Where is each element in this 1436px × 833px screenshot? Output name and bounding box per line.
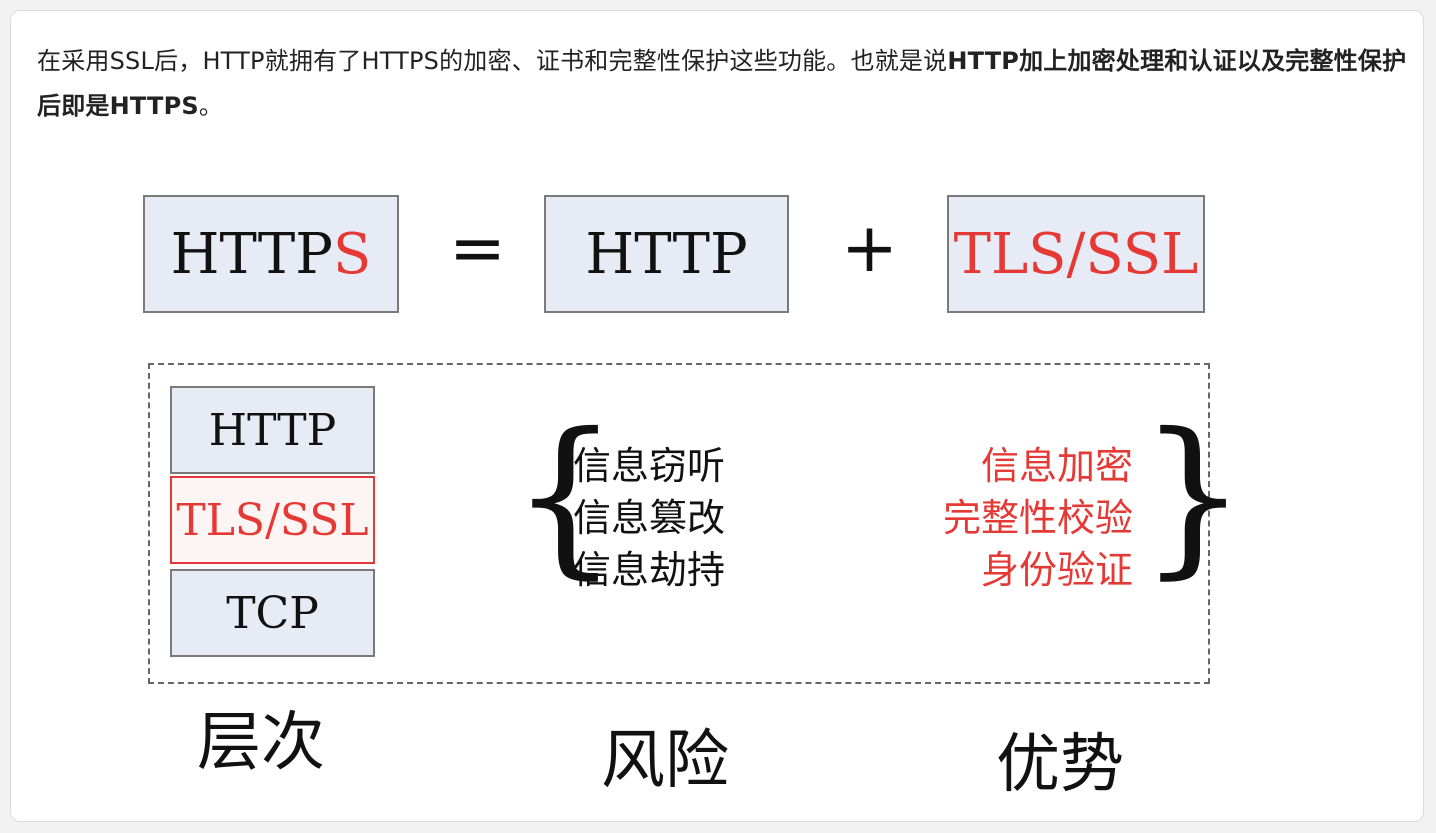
label-advantages: 优势 bbox=[996, 728, 1124, 802]
tls-ssl-label: TLS/SSL bbox=[953, 221, 1199, 287]
content-card: 在采用SSL后，HTTP就拥有了HTTPS的加密、证书和完整性保护这些功能。也就… bbox=[10, 10, 1424, 822]
http-box: HTTP bbox=[544, 195, 789, 313]
risk-item: 信息窃听 bbox=[573, 444, 726, 488]
advantage-list: 信息加密 完整性校验 身份验证 bbox=[871, 440, 1133, 596]
layer-label: TCP bbox=[226, 587, 319, 639]
layer-tls-ssl: TLS/SSL bbox=[170, 476, 375, 564]
intro-text: 在采用SSL后，HTTP就拥有了HTTPS的加密、证书和完整性保护这些功能。也就… bbox=[37, 47, 948, 75]
layer-label: HTTP bbox=[208, 404, 337, 456]
intro-bold-text: HTTP加上加密处理和认证以及完整性保护后即是HTTPS bbox=[37, 47, 1407, 120]
intro-period: 。 bbox=[198, 92, 224, 120]
plus-sign: + bbox=[841, 209, 898, 288]
right-brace: } bbox=[1139, 397, 1248, 595]
label-risks: 风险 bbox=[601, 724, 729, 798]
tls-ssl-box: TLS/SSL bbox=[947, 195, 1205, 313]
risk-item: 信息篡改 bbox=[573, 496, 726, 540]
layer-http: HTTP bbox=[170, 386, 375, 474]
advantage-item: 身份验证 bbox=[980, 548, 1133, 592]
detail-frame bbox=[148, 363, 1210, 684]
https-suffix: S bbox=[332, 221, 372, 287]
http-label: HTTP bbox=[585, 221, 748, 287]
label-layers: 层次 bbox=[197, 706, 325, 780]
risk-list: 信息窃听 信息篡改 信息劫持 bbox=[573, 440, 725, 596]
https-prefix: HTTP bbox=[170, 221, 333, 287]
advantage-item: 信息加密 bbox=[980, 444, 1133, 488]
equals-sign: = bbox=[449, 209, 506, 288]
risk-item: 信息劫持 bbox=[573, 548, 726, 592]
left-brace: { bbox=[511, 397, 620, 595]
intro-paragraph: 在采用SSL后，HTTP就拥有了HTTPS的加密、证书和完整性保护这些功能。也就… bbox=[37, 39, 1407, 129]
layer-label: TLS/SSL bbox=[176, 494, 369, 546]
layer-tcp: TCP bbox=[170, 569, 375, 657]
advantage-item: 完整性校验 bbox=[942, 496, 1133, 540]
